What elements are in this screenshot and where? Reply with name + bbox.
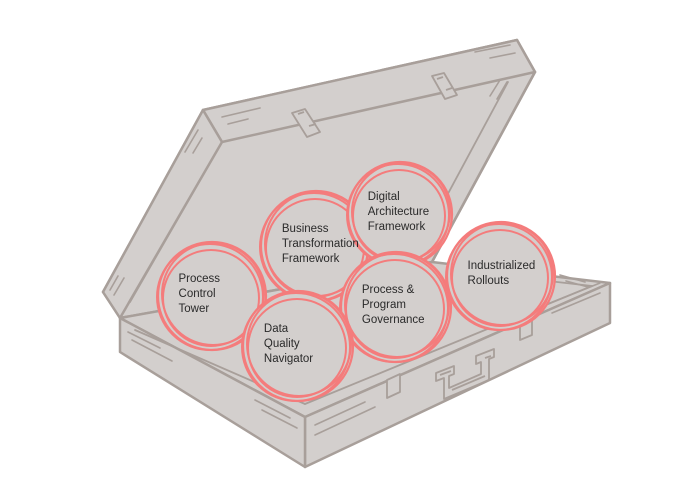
offering-circles <box>156 160 557 403</box>
base-latch-left-icon <box>386 373 401 399</box>
label-line: Data <box>263 322 289 335</box>
label-line: Process <box>178 272 221 285</box>
label-line: Quality <box>263 337 300 350</box>
label-line: Tower <box>178 302 210 315</box>
label-line: Transformation <box>281 237 359 250</box>
circle-process-program-governance <box>339 250 453 364</box>
label-line: Framework <box>367 220 426 233</box>
label-line: Digital <box>367 190 400 203</box>
label-line: Industrialized <box>467 260 536 272</box>
circle-industrialized-rollouts <box>445 220 557 332</box>
label-line: Control <box>178 287 216 300</box>
label-line: Business <box>281 222 329 235</box>
handle-icon <box>435 348 495 400</box>
label-line: Process & <box>361 283 415 296</box>
circle-process-control-tower <box>156 240 268 352</box>
label-line: Governance <box>361 313 425 326</box>
label-line: Rollouts <box>467 275 510 287</box>
lid-latches <box>291 72 458 138</box>
base-front-face <box>118 316 307 469</box>
latch-left-icon <box>291 108 321 138</box>
label-line: Framework <box>281 252 340 265</box>
label-line: Program <box>361 298 406 311</box>
label-line: Navigator <box>263 352 314 365</box>
label-line: Architecture <box>367 205 430 218</box>
circle-data-quality-navigator <box>241 289 355 403</box>
